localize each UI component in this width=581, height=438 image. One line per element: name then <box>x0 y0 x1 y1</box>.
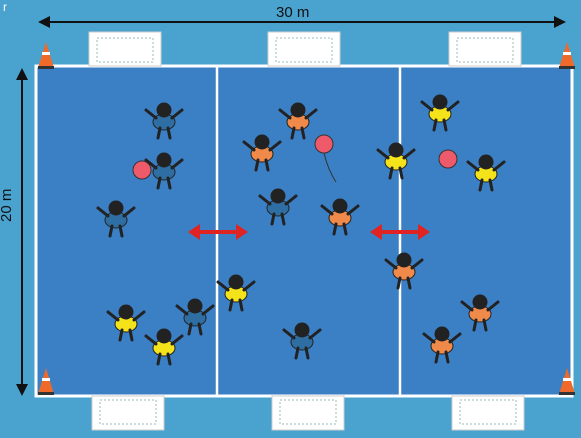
height-label: 20 m <box>0 185 15 226</box>
corner-mark: r <box>3 0 7 14</box>
width-label: 30 m <box>272 4 313 21</box>
ball-icon <box>439 150 457 168</box>
goal-net-icon <box>449 32 521 66</box>
height-dimension-arrow <box>16 68 28 396</box>
goal-net-icon <box>89 32 161 66</box>
goal-net-icon <box>272 396 344 430</box>
traffic-cone-icon <box>559 42 575 69</box>
traffic-cone-icon <box>38 42 54 69</box>
goal-net-icon <box>92 396 164 430</box>
goal-net-icon <box>452 396 524 430</box>
goal-net-icon <box>268 32 340 66</box>
